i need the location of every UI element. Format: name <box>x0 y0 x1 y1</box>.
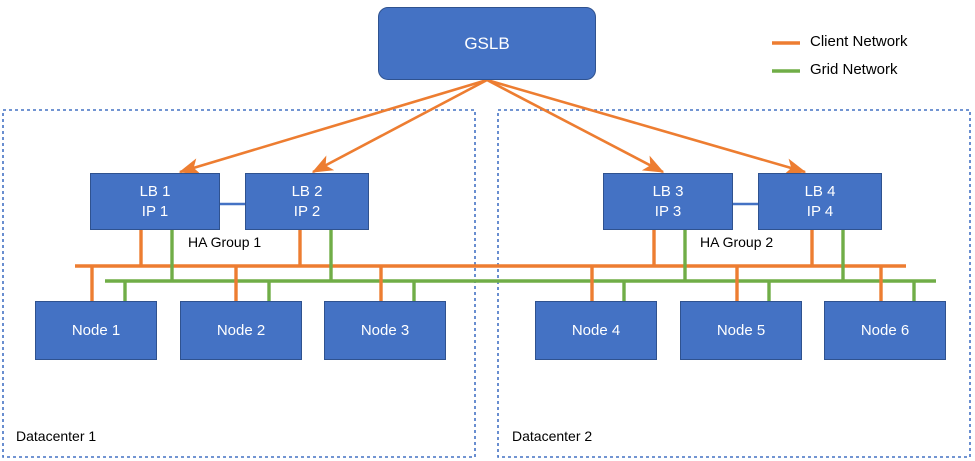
lb-3-name: LB 3 <box>652 182 684 200</box>
lb-1-ip: IP 1 <box>141 202 169 220</box>
node-6-label: Node 6 <box>860 321 910 339</box>
lb-2-name: LB 2 <box>291 182 323 200</box>
ha-group-2-label: HA Group 2 <box>697 234 777 250</box>
lb-box-1[interactable]: LB 1 IP 1 <box>90 173 220 230</box>
lb-box-4[interactable]: LB 4 IP 4 <box>758 173 882 230</box>
legend-item-client-network: Client Network <box>810 33 908 50</box>
node-box-1[interactable]: Node 1 <box>35 301 157 360</box>
gslb-to-lb3-arrow <box>486 78 665 174</box>
gslb-box[interactable]: GSLB <box>378 7 596 80</box>
gslb-label: GSLB <box>464 33 510 53</box>
node-grid-drops <box>123 280 916 301</box>
ha-group-1-label: HA Group 1 <box>185 234 265 250</box>
lb-4-ip: IP 4 <box>806 202 834 220</box>
gslb-to-lb2-arrow <box>311 78 488 174</box>
node-box-4[interactable]: Node 4 <box>535 301 657 360</box>
datacenter-1-label: Datacenter 1 <box>16 428 96 444</box>
lb-4-name: LB 4 <box>804 182 836 200</box>
legend-item-grid-network: Grid Network <box>810 61 898 78</box>
node-4-label: Node 4 <box>571 321 621 339</box>
node-client-drops <box>90 265 883 301</box>
ha-group-2-text: HA Group 2 <box>697 234 777 250</box>
node-5-label: Node 5 <box>716 321 766 339</box>
node-3-label: Node 3 <box>360 321 410 339</box>
datacenter-2-label: Datacenter 2 <box>512 428 592 444</box>
datacenter-2-text: Datacenter 2 <box>512 428 593 444</box>
legend-client-network-label: Client Network <box>810 33 908 50</box>
node-box-5[interactable]: Node 5 <box>680 301 802 360</box>
lb-box-2[interactable]: LB 2 IP 2 <box>245 173 369 230</box>
datacenter-1-boundary <box>2 109 476 458</box>
datacenter-1-text: Datacenter 1 <box>16 428 97 444</box>
node-2-label: Node 2 <box>216 321 266 339</box>
legend-grid-network-label: Grid Network <box>810 61 898 78</box>
gslb-arrows <box>178 78 807 175</box>
node-box-2[interactable]: Node 2 <box>180 301 302 360</box>
datacenter-2-boundary <box>497 109 971 458</box>
lb-2-ip: IP 2 <box>293 202 321 220</box>
ha-group-1-text: HA Group 1 <box>185 234 265 250</box>
node-1-label: Node 1 <box>71 321 121 339</box>
lb-box-3[interactable]: LB 3 IP 3 <box>603 173 733 230</box>
lb-grid-drops <box>170 230 845 282</box>
gslb-to-lb1-arrow <box>178 78 488 175</box>
node-box-3[interactable]: Node 3 <box>324 301 446 360</box>
node-box-6[interactable]: Node 6 <box>824 301 946 360</box>
lb-3-ip: IP 3 <box>654 202 682 220</box>
gslb-to-lb4-arrow <box>486 78 807 175</box>
lb-1-name: LB 1 <box>139 182 171 200</box>
lb-client-drops <box>139 230 814 267</box>
